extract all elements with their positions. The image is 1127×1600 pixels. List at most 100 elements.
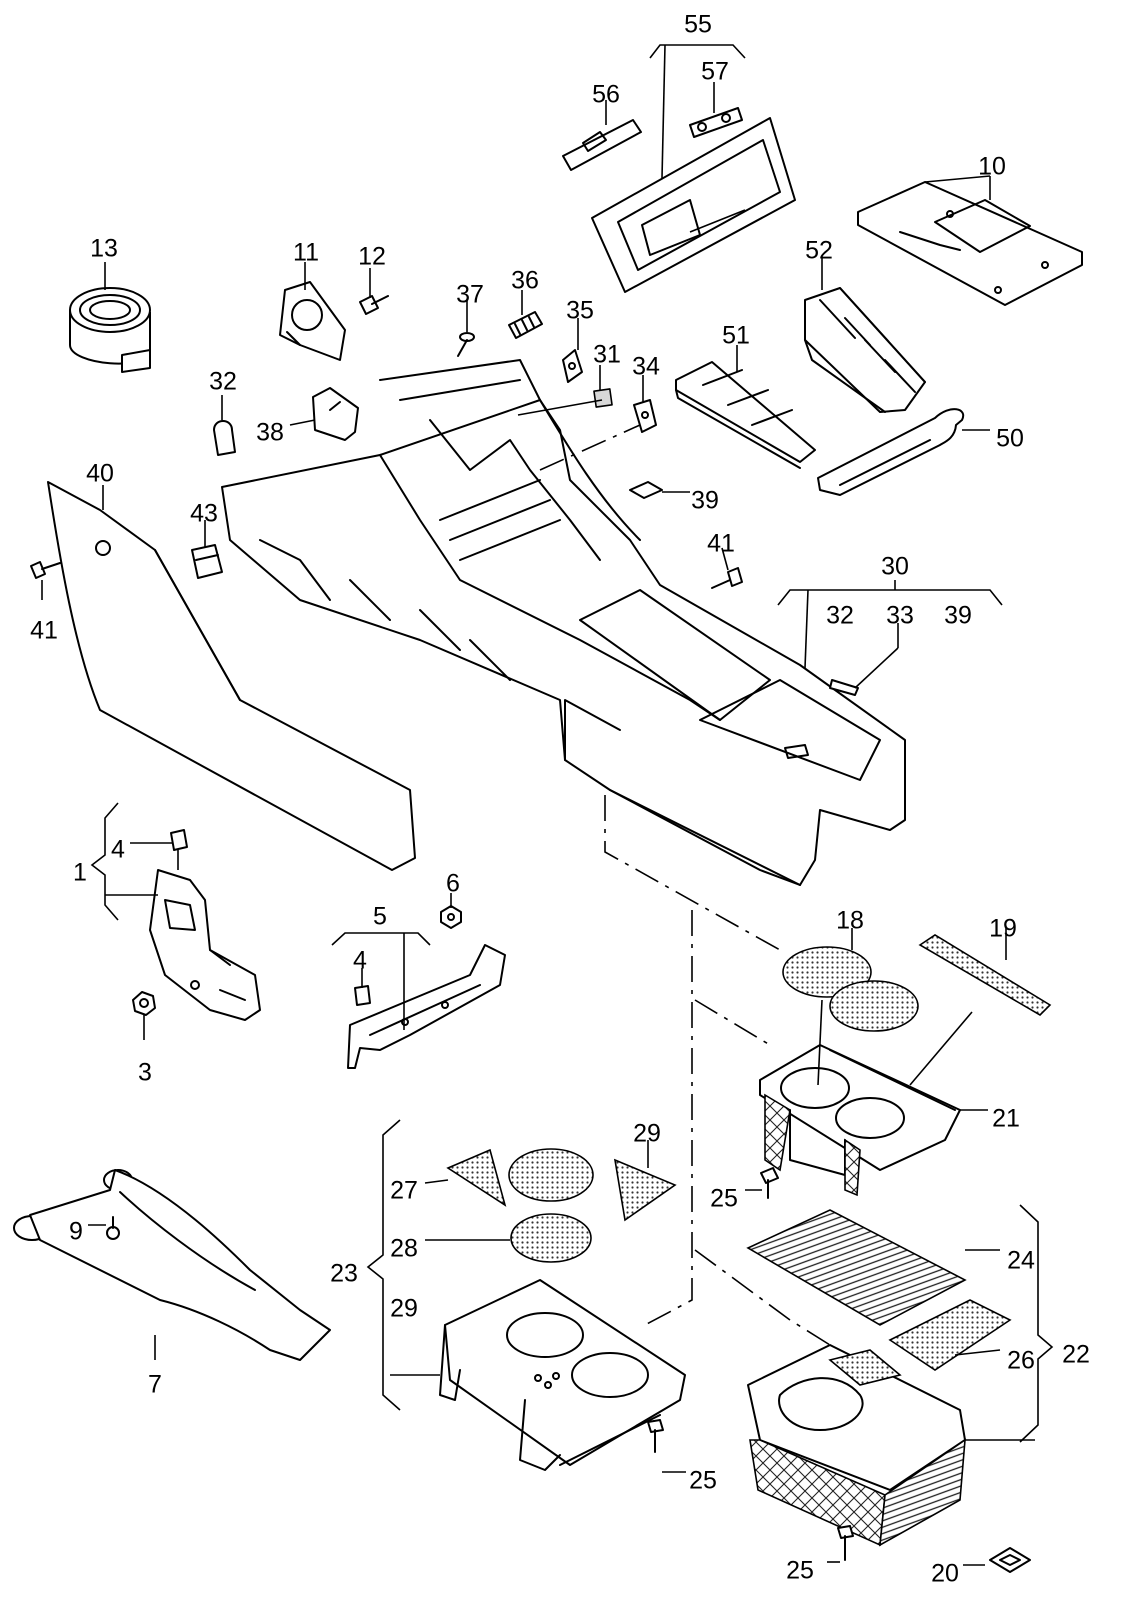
callout-label-23: 23	[330, 1260, 358, 1288]
trim-strip-part	[562, 119, 642, 171]
callout-label-56: 56	[592, 81, 620, 109]
callout-label-40: 40	[86, 460, 114, 488]
mat-part-29	[613, 1158, 677, 1222]
callout-label-55: 55	[684, 11, 712, 39]
callout-label-31: 31	[593, 341, 621, 369]
callout-label-52: 52	[805, 237, 833, 265]
callout-label-25a: 25	[710, 1185, 738, 1213]
curved-trim-part	[817, 408, 965, 496]
callout-label-36: 36	[511, 267, 539, 295]
callout-label-41b: 41	[707, 530, 735, 558]
nut-part-3	[132, 991, 156, 1016]
callout-label-19: 19	[989, 915, 1017, 943]
switch-panel-part-51	[675, 361, 816, 469]
callout-label-26: 26	[1007, 1347, 1035, 1375]
callout-label-34: 34	[632, 353, 660, 381]
callout-label-4b: 4	[353, 947, 367, 975]
side-panel-part	[47, 481, 416, 871]
screw-part-37	[457, 332, 475, 357]
callout-label-24: 24	[1007, 1247, 1035, 1275]
callout-label-33: 33	[886, 602, 914, 630]
clip-part-43	[191, 544, 223, 579]
callout-label-11: 11	[293, 239, 319, 267]
air-duct-part	[13, 1169, 331, 1361]
callout-label-37: 37	[456, 281, 484, 309]
callout-label-20: 20	[931, 1560, 959, 1588]
center-console-body	[221, 359, 906, 886]
bracket-part-5	[347, 944, 506, 1069]
screw-part-25-lower	[837, 1525, 854, 1561]
bracket-part-1	[149, 869, 261, 1021]
callout-label-32a: 32	[209, 368, 237, 396]
bezel-trim-part	[591, 117, 796, 293]
clip-part-36	[508, 311, 543, 339]
callout-label-43: 43	[190, 500, 218, 528]
storage-assembly-part-22	[747, 1344, 966, 1547]
callout-label-29b: 29	[390, 1295, 418, 1323]
clip-part-4-top	[170, 829, 188, 851]
callout-label-5: 5	[373, 903, 387, 931]
callout-label-12: 12	[358, 243, 386, 271]
callout-label-13: 13	[90, 235, 118, 263]
callout-label-6: 6	[446, 870, 460, 898]
callout-label-57: 57	[701, 58, 729, 86]
callout-label-22: 22	[1062, 1341, 1090, 1369]
tape-roll-part	[69, 287, 151, 373]
alignment-lines	[539, 424, 831, 1346]
callout-label-39b: 39	[944, 602, 972, 630]
callout-label-7: 7	[148, 1371, 162, 1399]
pad-part-39	[629, 481, 663, 499]
leader-lines	[41, 44, 1054, 1566]
mat-part	[857, 181, 1083, 306]
clip-part-33	[829, 679, 859, 696]
callout-label-10: 10	[978, 153, 1006, 181]
callout-label-1: 1	[73, 859, 87, 887]
screw-part-41-left	[30, 561, 61, 579]
screw-part-25-upper	[760, 1167, 779, 1199]
callout-label-28: 28	[390, 1235, 418, 1263]
callout-label-38: 38	[256, 419, 284, 447]
callout-label-21: 21	[992, 1105, 1020, 1133]
callout-label-51: 51	[722, 322, 750, 350]
callout-label-29a: 29	[633, 1120, 661, 1148]
pad-part-31	[593, 388, 613, 408]
ribbed-mat-part-24	[746, 1209, 967, 1326]
mat-part-27	[446, 1148, 507, 1207]
bracket-part-38	[312, 387, 359, 441]
strip-mat-part-19	[918, 934, 1052, 1017]
cupholder-assembly-part-23	[439, 1279, 686, 1471]
callout-label-39a: 39	[691, 487, 719, 515]
cupholder-frame-part-21	[759, 1044, 961, 1197]
callout-label-25c: 25	[786, 1557, 814, 1585]
callout-label-25b: 25	[689, 1467, 717, 1495]
pad-part-26	[888, 1299, 1012, 1371]
callout-label-3: 3	[138, 1059, 152, 1087]
clip-part-35	[562, 349, 583, 383]
callout-label-30: 30	[881, 553, 909, 581]
screw-part-12	[359, 295, 389, 315]
nut-part-6	[440, 905, 462, 929]
callout-label-4a: 4	[111, 836, 125, 864]
callout-label-27: 27	[390, 1177, 418, 1205]
switch-panel-part-52	[804, 287, 926, 413]
callout-label-18: 18	[836, 907, 864, 935]
clip-part-57	[689, 107, 743, 138]
screw-part-9	[106, 1216, 120, 1240]
bracket-part-11	[279, 281, 346, 361]
cupholder-mat-part-28	[508, 1148, 594, 1263]
callout-label-9: 9	[69, 1218, 83, 1246]
callout-label-50: 50	[996, 425, 1024, 453]
clip-part-4-lower	[354, 985, 371, 1006]
clip-part-32	[213, 420, 236, 456]
screw-part-41-right	[711, 567, 743, 589]
clip-part-34	[633, 399, 657, 433]
callout-label-41a: 41	[30, 617, 58, 645]
screw-part-25-middle	[647, 1419, 664, 1453]
clip-part-20	[989, 1547, 1031, 1573]
callout-label-32b: 32	[826, 602, 854, 630]
callout-label-35: 35	[566, 297, 594, 325]
cupholder-mat-part-18	[782, 946, 919, 1032]
